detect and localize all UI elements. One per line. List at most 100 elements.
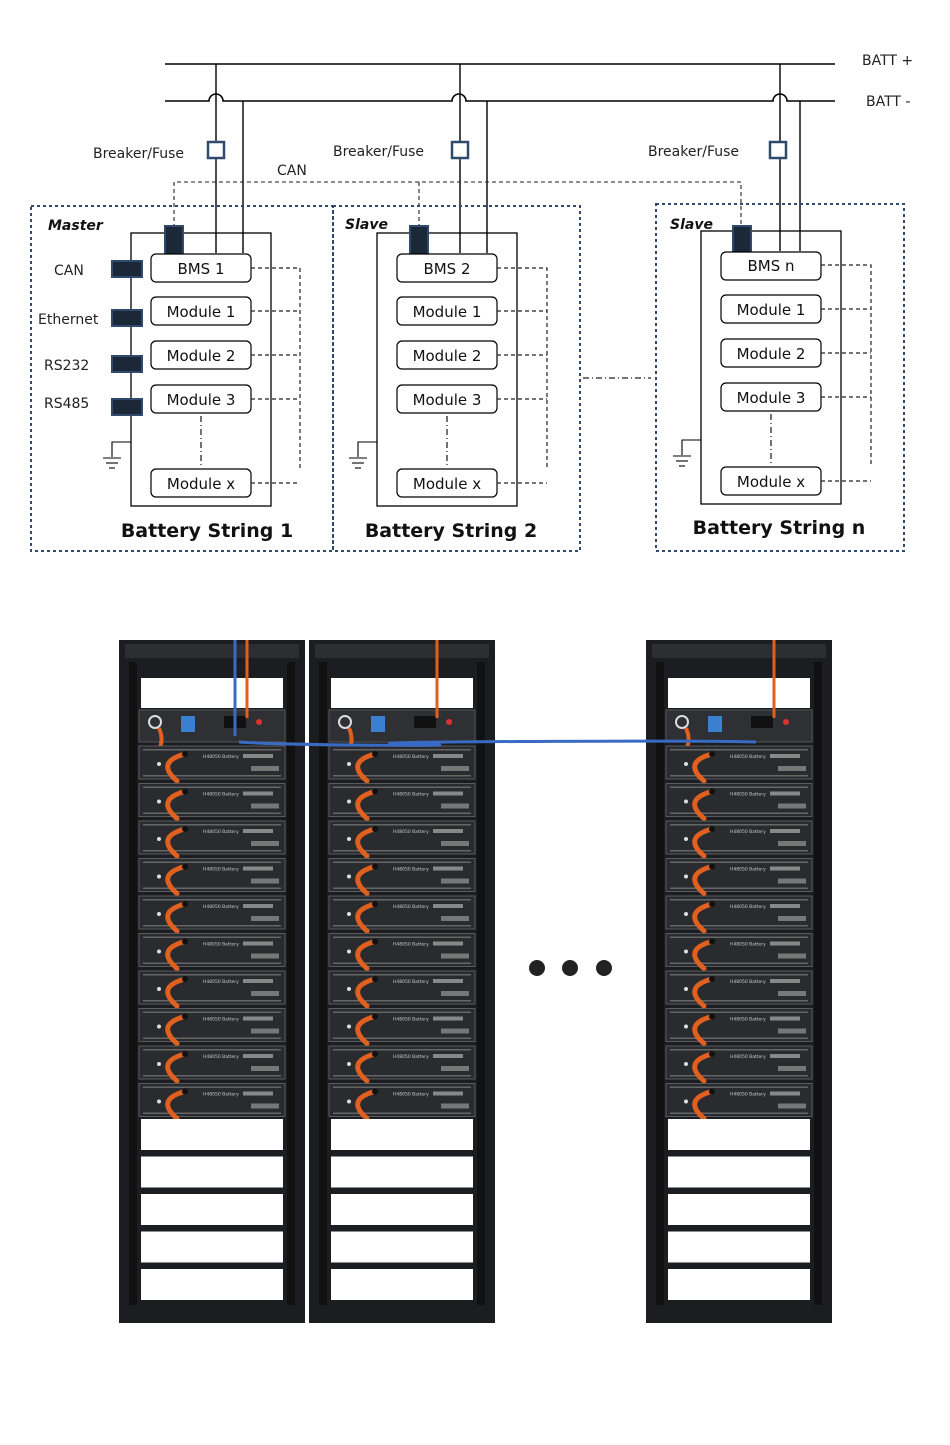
rack-module-label: H48050 Battery (203, 904, 239, 910)
rack-battery-module: H48050 Battery (138, 1045, 286, 1084)
breakers: Breaker/Fuse Breaker/Fuse Breaker/Fuse (93, 140, 788, 162)
rack-module-label: H48050 Battery (730, 942, 766, 948)
rack-battery-module: H48050 Battery (665, 745, 813, 784)
rack-module-label: H48050 Battery (393, 1054, 429, 1060)
battery-string-n: Slave BMS n Module 1 Module 2 Module 3 M… (655, 203, 905, 552)
rack-battery-module: H48050 Battery (665, 858, 813, 896)
rack-battery-module: H48050 Battery (665, 1083, 813, 1121)
bms-1-label: BMS 1 (177, 260, 224, 278)
rack-battery-module: H48050 Battery (328, 1008, 476, 1046)
rack-module-label: H48050 Battery (203, 942, 239, 948)
breaker-label-1: Breaker/Fuse (93, 146, 184, 162)
rack-module-label: H48050 Battery (393, 979, 429, 985)
rack-empty-slot (668, 1156, 810, 1188)
more-racks-ellipsis (529, 960, 612, 976)
string-2-module-x: Module x (413, 475, 481, 493)
bms-1-can-port (164, 225, 184, 257)
rack-module-label: H48050 Battery (393, 754, 429, 760)
rack-module-label: H48050 Battery (730, 754, 766, 760)
rack-module-label: H48050 Battery (730, 867, 766, 873)
can-bus: CAN (173, 163, 742, 228)
string-2-module-2: Module 2 (413, 347, 482, 365)
string-2-role: Slave (345, 217, 388, 233)
rack-module-label: H48050 Battery (393, 792, 429, 798)
rack-battery-module: H48050 Battery (328, 970, 476, 1009)
string-n-module-1: Module 1 (737, 301, 806, 319)
bms-n-label: BMS n (747, 257, 794, 275)
rack-module-label: H48050 Battery (203, 754, 239, 760)
battery-string-2: Slave BMS 2 Module 1 Module 2 Module 3 M… (332, 205, 581, 552)
string-n-border (655, 203, 905, 552)
rs232-port-label: RS232 (44, 358, 89, 374)
battery-string-1: Master BMS 1 Module 1 Module 2 Module 3 … (30, 205, 334, 552)
can-bus-label: CAN (277, 163, 307, 179)
string-2-border (332, 205, 581, 552)
rack-battery-module: H48050 Battery (138, 933, 286, 971)
string-2-module-1: Module 1 (413, 303, 482, 321)
bms-2-can-port (409, 225, 429, 257)
string-2-title: Battery String 2 (365, 520, 537, 542)
rack-empty-slot (141, 1194, 283, 1225)
rack-empty-slot (141, 1156, 283, 1188)
rack-battery-module: H48050 Battery (665, 933, 813, 971)
rack-module-label: H48050 Battery (730, 792, 766, 798)
string-2-module-3: Module 3 (413, 391, 482, 409)
rack-module-label: H48050 Battery (730, 1054, 766, 1060)
rack-battery-module: H48050 Battery (328, 1045, 476, 1084)
rack-battery-module: H48050 Battery (138, 783, 286, 821)
string-1-title: Battery String 1 (121, 520, 293, 542)
rs485-port-label: RS485 (44, 396, 89, 412)
string-n-module-3: Module 3 (737, 389, 806, 407)
can-port-label: CAN (54, 263, 84, 279)
string-n-module-2: Module 2 (737, 345, 806, 363)
breaker-switch-icon (181, 716, 195, 732)
rack-battery-module: H48050 Battery (138, 1008, 286, 1046)
breaker-label-n: Breaker/Fuse (648, 144, 739, 160)
batt-positive-label: BATT + (862, 53, 913, 69)
rack-empty-slot (668, 1231, 810, 1263)
rack-battery-module: H48050 Battery (138, 820, 286, 859)
rack-battery-module: H48050 Battery (138, 970, 286, 1009)
batt-negative-label: BATT - (866, 94, 910, 110)
rack-module-label: H48050 Battery (730, 979, 766, 985)
rack-empty-slot (141, 1269, 283, 1300)
rack-module-label: H48050 Battery (203, 1092, 239, 1098)
rack-battery-module: H48050 Battery (328, 1083, 476, 1121)
rack-empty-slot (331, 1156, 473, 1188)
rack-battery-module: H48050 Battery (328, 745, 476, 784)
rack-battery-module: H48050 Battery (328, 858, 476, 896)
rack-battery-module: H48050 Battery (138, 858, 286, 896)
breaker-n (768, 140, 788, 160)
rack-module-label: H48050 Battery (393, 904, 429, 910)
rack-module-label: H48050 Battery (730, 829, 766, 835)
rack-module-label: H48050 Battery (203, 979, 239, 985)
rack-module-label: H48050 Battery (203, 792, 239, 798)
string-n-role: Slave (670, 217, 713, 233)
rack-battery-module: H48050 Battery (138, 745, 286, 784)
string-1-module-3: Module 3 (167, 391, 236, 409)
rack-module-label: H48050 Battery (393, 829, 429, 835)
rack-module-label: H48050 Battery (393, 942, 429, 948)
rack-battery-module: H48050 Battery (328, 895, 476, 934)
rack-battery-module: H48050 Battery (665, 1045, 813, 1084)
breaker-switch-icon (371, 716, 385, 732)
rack-empty-slot (331, 1231, 473, 1263)
rack-module-label: H48050 Battery (730, 1092, 766, 1098)
rack-battery-module: H48050 Battery (665, 895, 813, 934)
rack-module-label: H48050 Battery (393, 1092, 429, 1098)
batt-negative-bus (165, 93, 835, 102)
can-port (111, 260, 143, 278)
rack-battery-module: H48050 Battery (665, 1008, 813, 1046)
rack-module-label: H48050 Battery (730, 1017, 766, 1023)
rs232-port (111, 355, 143, 373)
string-1-role: Master (48, 218, 104, 234)
rs485-port (111, 398, 143, 416)
rack-empty-slot (331, 1194, 473, 1225)
rack-module-label: H48050 Battery (393, 867, 429, 873)
rack-battery-module: H48050 Battery (328, 820, 476, 859)
bms-n-box (720, 251, 822, 281)
